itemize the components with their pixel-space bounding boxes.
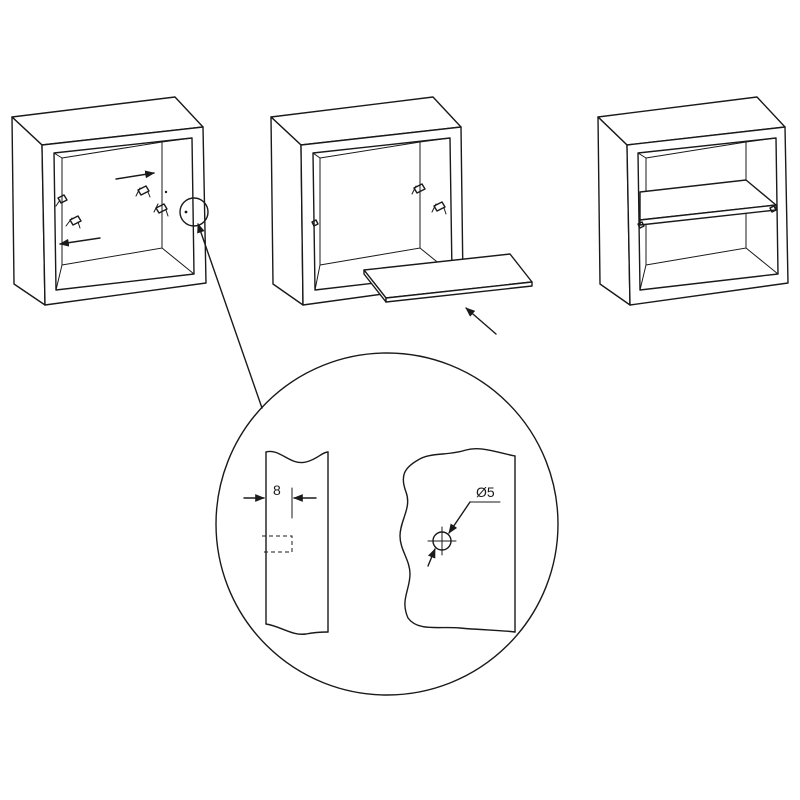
shelf-pin-icon [431,201,447,215]
shelf-pin-icon [411,183,426,195]
cabinet-3-side [597,116,631,306]
cabinet-step-2 [270,96,533,335]
drill-hole-hidden [262,535,293,553]
panel-edge-section: 8 [243,450,329,635]
shelf-board [363,253,533,303]
cabinet-2-side [270,116,304,306]
magnified-detail-border [215,352,559,696]
installed-shelf [637,179,777,229]
cabinet-step-3 [597,96,789,306]
shelf-pin-icon [135,185,151,198]
magnified-detail: 8 Ø5 [215,352,559,696]
cabinet-1-opening [53,137,195,291]
shelf-pin-icon [65,215,82,229]
shelf-pin-icon [55,194,68,207]
insert-arrow-icon [59,237,101,247]
hole-diameter-label: Ø5 [476,484,495,500]
depth-dimension-label: 8 [273,482,281,498]
detail-callout-circle [179,197,209,227]
detail-leader-line [197,223,263,409]
cabinet-1-side [11,116,46,306]
insert-arrow-icon [115,170,155,180]
panel-face-section: Ø5 [399,447,516,633]
shelf-pin-icon [153,203,169,217]
cabinet-step-1 [11,96,209,306]
insert-arrow-icon [465,307,497,335]
